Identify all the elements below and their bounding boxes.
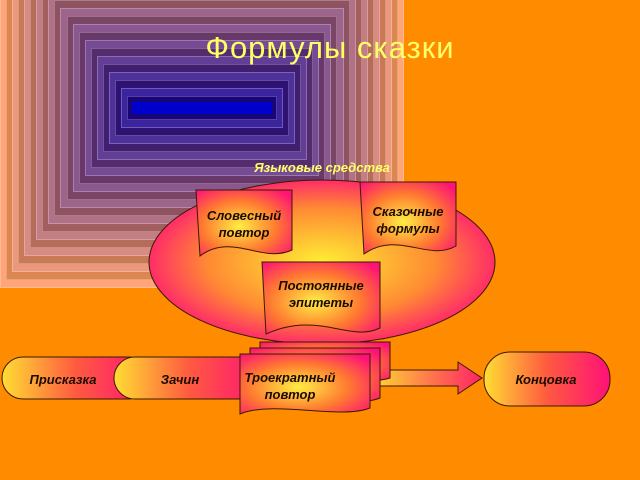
label-skazochnye-formuly: Сказочные формулы [372, 204, 444, 236]
koncovka-terminator [483, 351, 611, 407]
frame-core [132, 102, 272, 114]
slide-title: Формулы сказки [205, 30, 455, 65]
doc-shape-skazochnye [359, 181, 457, 255]
label-koncovka: Концовка [515, 372, 577, 387]
label-zachin: Зачин [160, 372, 200, 387]
label-troekratny-povtor: Троекратный повтор [244, 370, 336, 402]
doc-shape-slovesny [195, 189, 293, 257]
doc-shape-postoyannye [261, 261, 381, 335]
flow-arrow [379, 361, 483, 395]
multi-doc-stack [239, 341, 391, 415]
diagram-subtitle: Языковые средства [254, 160, 390, 175]
label-priskazka: Присказка [29, 372, 97, 387]
label-slovesny-povtor: Словесный повтор [206, 208, 282, 240]
label-postoyannye-epitety: Постоянные эпитеты [278, 278, 364, 310]
